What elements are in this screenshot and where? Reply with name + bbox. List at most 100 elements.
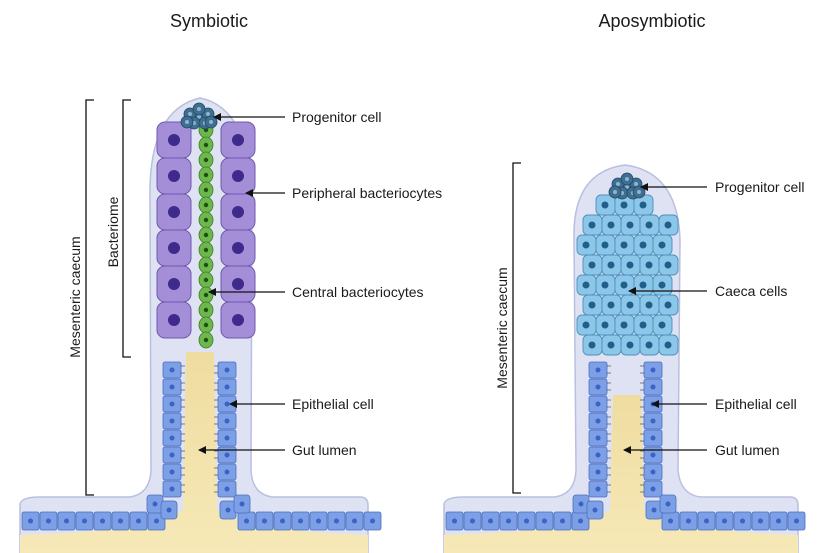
epithelial-nucleus [506, 519, 511, 524]
epithelial-nucleus [758, 519, 763, 524]
bacteriocyte-nucleus [232, 206, 244, 218]
central-nucleus [204, 308, 208, 312]
epithelial-nucleus [651, 470, 656, 475]
right-epithelial-label: Epithelial cell [715, 396, 797, 412]
epithelial-nucleus [170, 385, 175, 390]
left-outer-bracket-label: Mesenteric caecum [67, 236, 83, 357]
caeca-nucleus [583, 282, 590, 289]
epithelial-nucleus [225, 436, 230, 441]
left-central-label: Central bacteriocytes [292, 284, 424, 300]
progenitor-nucleus [634, 182, 638, 186]
epithelial-nucleus [28, 519, 33, 524]
progenitor-nucleus [188, 112, 192, 116]
epithelial-nucleus [593, 508, 598, 513]
epithelial-nucleus [225, 453, 230, 458]
caeca-nucleus [608, 222, 615, 229]
bacteriocyte-nucleus [168, 170, 180, 182]
caeca-nucleus [646, 342, 653, 349]
epithelial-nucleus [596, 470, 601, 475]
epithelial-nucleus [776, 519, 781, 524]
central-nucleus [204, 143, 208, 147]
epithelial-nucleus [596, 402, 601, 407]
caeca-nucleus [583, 322, 590, 329]
left-inner-bracket [123, 100, 131, 357]
right-progenitor-label: Progenitor cell [715, 179, 805, 195]
progenitor-nucleus [209, 120, 213, 124]
left-epithelial-label: Epithelial cell [292, 396, 374, 412]
epithelial-nucleus [704, 519, 709, 524]
bacteriocyte-nucleus [232, 242, 244, 254]
caeca-nucleus [621, 322, 628, 329]
left-central-bacteriocytes [199, 122, 213, 348]
epithelial-nucleus [596, 436, 601, 441]
bacteriocyte-nucleus [232, 278, 244, 290]
epithelial-nucleus [596, 453, 601, 458]
epithelial-nucleus [579, 502, 584, 507]
epithelial-nucleus [82, 519, 87, 524]
caeca-nucleus [627, 222, 634, 229]
caeca-nucleus [621, 242, 628, 249]
epithelial-nucleus [651, 385, 656, 390]
caeca-nucleus [627, 302, 634, 309]
left-progenitor-label: Progenitor cell [292, 109, 382, 125]
central-nucleus [204, 323, 208, 327]
epithelial-nucleus [298, 519, 303, 524]
epithelial-nucleus [154, 519, 159, 524]
epithelial-nucleus [334, 519, 339, 524]
bacteriocyte-nucleus [232, 314, 244, 326]
right-lumen-label: Gut lumen [715, 442, 780, 458]
epithelial-nucleus [153, 502, 158, 507]
caeca-nucleus [640, 282, 647, 289]
caeca-nucleus [627, 262, 634, 269]
epithelial-nucleus [651, 368, 656, 373]
progenitor-nucleus [206, 112, 210, 116]
epithelial-nucleus [170, 368, 175, 373]
epithelial-nucleus [225, 385, 230, 390]
right-caeca-cells-group [577, 195, 678, 355]
caeca-nucleus [621, 282, 628, 289]
central-nucleus [204, 173, 208, 177]
epithelial-nucleus [136, 519, 141, 524]
central-nucleus [204, 248, 208, 252]
epithelial-nucleus [225, 487, 230, 492]
epithelial-nucleus [118, 519, 123, 524]
bacteriocyte-nucleus [168, 134, 180, 146]
epithelial-nucleus [225, 402, 230, 407]
progenitor-nucleus [616, 182, 620, 186]
caeca-nucleus [583, 242, 590, 249]
central-nucleus [204, 203, 208, 207]
bacteriocyte-nucleus [232, 134, 244, 146]
caeca-nucleus [602, 202, 609, 209]
right-outer-bracket [513, 163, 521, 493]
epithelial-nucleus [170, 470, 175, 475]
epithelial-nucleus [225, 419, 230, 424]
progenitor-nucleus [625, 177, 629, 181]
epithelial-nucleus [652, 508, 657, 513]
caeca-nucleus [602, 282, 609, 289]
epithelial-nucleus [225, 470, 230, 475]
caeca-nucleus [589, 222, 596, 229]
epithelial-nucleus [651, 453, 656, 458]
caeca-nucleus [659, 322, 666, 329]
epithelial-nucleus [651, 436, 656, 441]
right-outer-bracket-label: Mesenteric caecum [494, 267, 510, 388]
epithelial-nucleus [167, 508, 172, 513]
progenitor-nucleus [613, 190, 617, 194]
epithelial-nucleus [651, 487, 656, 492]
epithelial-nucleus [46, 519, 51, 524]
caeca-nucleus [627, 342, 634, 349]
left-lumen-label: Gut lumen [292, 442, 357, 458]
caeca-nucleus [602, 242, 609, 249]
epithelial-nucleus [452, 519, 457, 524]
epithelial-nucleus [651, 419, 656, 424]
epithelial-nucleus [170, 453, 175, 458]
caeca-nucleus [659, 242, 666, 249]
bacteriocyte-nucleus [168, 242, 180, 254]
epithelial-nucleus [524, 519, 529, 524]
caeca-nucleus [646, 262, 653, 269]
caeca-nucleus [665, 262, 672, 269]
bacteriocyte-nucleus [168, 314, 180, 326]
epithelial-nucleus [740, 519, 745, 524]
epithelial-nucleus [240, 502, 245, 507]
